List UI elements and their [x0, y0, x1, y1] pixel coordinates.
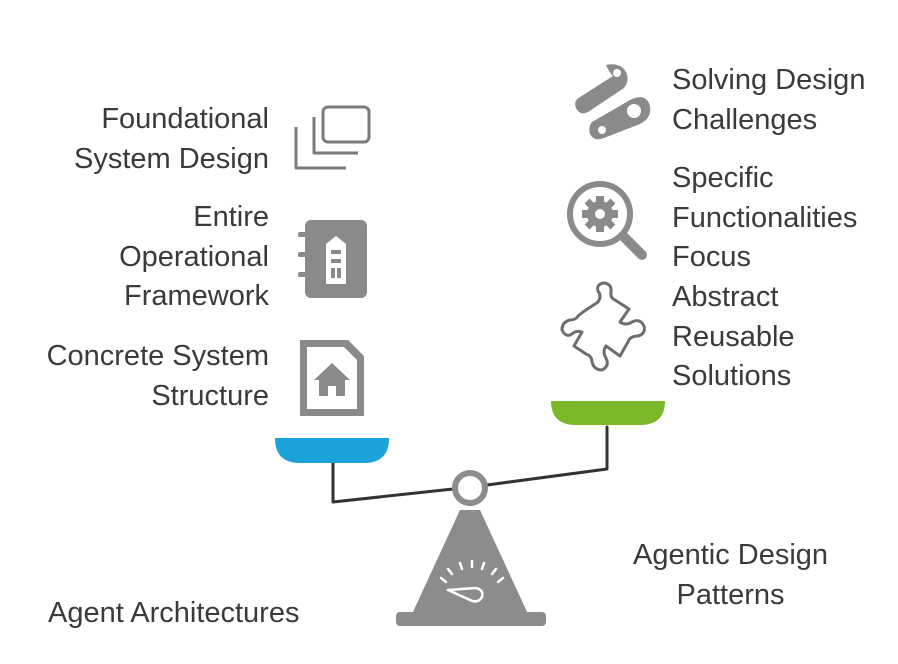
left-pan — [275, 438, 389, 463]
wrench-safety-pin-icon — [575, 64, 651, 140]
puzzle-piece-icon — [560, 281, 646, 372]
right-pan — [551, 401, 665, 425]
home-document-icon — [300, 340, 364, 416]
building-notebook-icon — [298, 220, 367, 298]
left-title: Agent Architectures — [48, 597, 300, 629]
stacked-windows-icon — [294, 105, 371, 170]
scale-beam — [331, 425, 609, 504]
gauge-icon — [439, 559, 505, 603]
right-item-1-label: Solving Design Challenges — [672, 64, 866, 136]
left-item-2-label: Entire Operational Framework — [119, 201, 269, 312]
left-item-3-label: Concrete System Structure — [46, 340, 269, 412]
scale-pivot — [452, 470, 488, 506]
left-item-1-label: Foundational System Design — [73, 103, 269, 175]
right-title: Agentic Design Patterns — [633, 539, 829, 611]
right-item-3-label: Abstract Reusable Solutions — [672, 281, 795, 392]
gear-magnifier-icon — [567, 181, 647, 260]
scale-base — [412, 510, 528, 614]
right-item-2-label: Specific Functionalities Focus — [672, 162, 858, 273]
scale-foot — [396, 612, 546, 626]
